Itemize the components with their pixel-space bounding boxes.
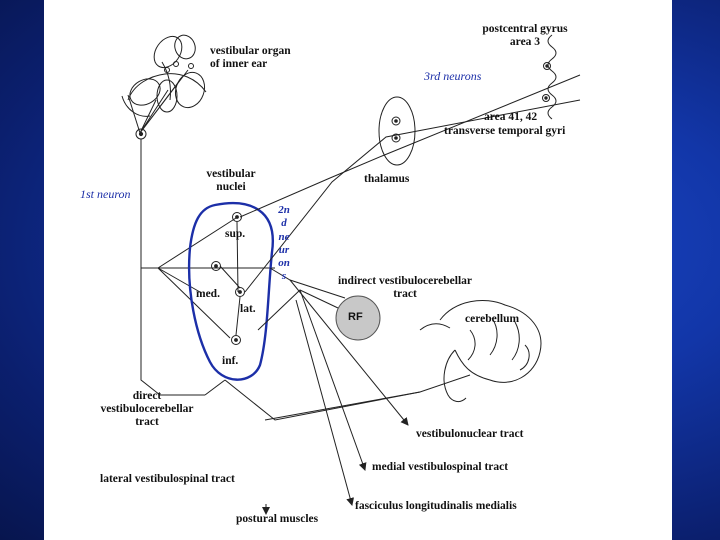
label-vestibulonuclear-tract: vestibulonuclear tract	[416, 428, 524, 440]
cortex-edge	[547, 34, 557, 120]
label-postural-muscles: postural muscles	[236, 513, 319, 525]
label-fasciculus: fasciculus longitudinalis medialis	[355, 500, 517, 512]
label-lateral-vestibulospinal: lateral vestibulospinal tract	[100, 473, 235, 485]
label-second-neurons: 2nd neurons	[278, 204, 290, 283]
label-med: med.	[196, 288, 220, 300]
inner-ear-drawing	[121, 34, 207, 134]
label-cerebellum: cerebellum	[465, 313, 520, 325]
reticular-formation	[335, 295, 381, 341]
label-transverse-temporal-gyri: transverse temporal gyri	[444, 125, 566, 137]
label-inf: inf.	[222, 355, 239, 367]
ascending-to-cortex	[239, 74, 581, 218]
label-rf: RF	[348, 311, 363, 323]
label-third-neurons: 3rd neurons	[424, 69, 482, 83]
label-lat: lat.	[240, 303, 256, 315]
cerebellum-drawing	[419, 299, 542, 403]
thalamus-outline	[378, 96, 416, 166]
vestibular-nuclei-outline	[187, 201, 275, 381]
label-thalamus: thalamus	[364, 173, 410, 185]
label-area-41-42: area 41, 42	[484, 111, 538, 123]
label-sup: sup.	[225, 228, 246, 240]
label-medial-vestibulospinal: medial vestibulospinal tract	[372, 461, 509, 473]
label-first-neuron: 1st neuron	[80, 187, 131, 201]
first-neuron-axon	[140, 139, 205, 396]
